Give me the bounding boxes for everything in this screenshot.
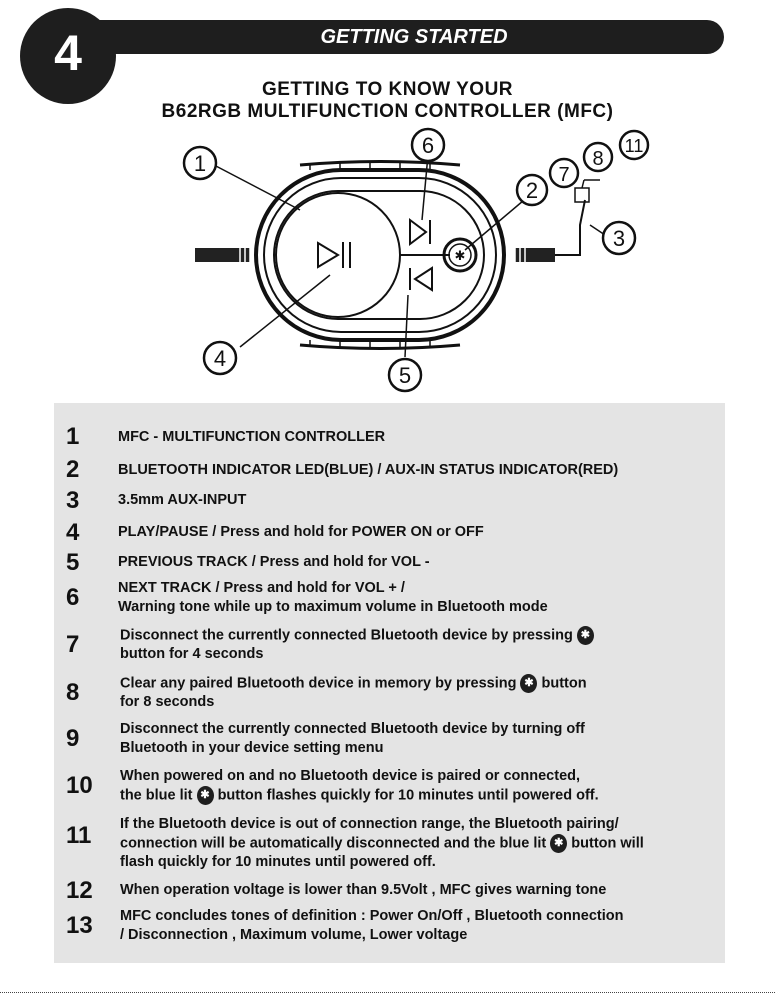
item-number: 1 [66,423,80,450]
item-number: 2 [66,456,80,483]
page-title-line-1: GETTING TO KNOW YOUR [261,79,514,100]
item-number: 5 [66,549,80,576]
item-text: MFC - MULTIFUNCTION CONTROLLER [118,429,386,445]
item-text: PREVIOUS TRACK / Press and hold for VOL … [118,554,430,570]
item-text: If the Bluetooth device is out of connec… [120,816,644,871]
item-number: 3 [66,487,80,514]
bluetooth-icon: ✱ [455,248,466,263]
item-text: Clear any paired Bluetooth device in mem… [120,674,587,711]
callout-2: 2 [526,178,538,203]
item-text: PLAY/PAUSE / Press and hold for POWER ON… [118,524,484,540]
item-number: 12 [66,877,93,904]
callout-11: 11 [625,136,644,156]
bluetooth-icon: ✱ [520,674,538,693]
page-title-line-2: B62RGB MULTIFUNCTION CONTROLLER (MFC) [161,101,614,122]
item-text: Disconnect the currently connected Bluet… [120,626,720,664]
callout-5: 5 [399,363,411,388]
item-number: 11 [66,822,92,849]
item-number: 4 [66,519,80,546]
bluetooth-icon: ✱ [196,786,214,805]
item-text: When powered on and no Bluetooth device … [120,768,599,805]
item-text: 3.5mm AUX-INPUT [118,492,247,508]
callout-3: 3 [613,226,625,251]
item-number: 10 [66,772,93,799]
callout-8: 8 [592,148,603,170]
bluetooth-icon: ✱ [576,626,594,645]
callout-7: 7 [558,164,569,186]
mfc-diagram: 1 2 3 4 5 6 7 8 11 ✱ [182,127,650,393]
item-text: MFC concludes tones of definition : Powe… [120,908,624,943]
callout-1: 1 [194,151,206,176]
item-text: When operation voltage is lower than 9.5… [120,882,607,898]
feature-list-panel: 1 MFC - MULTIFUNCTION CONTROLLER 2 BLUET… [54,403,725,963]
callout-6: 6 [422,133,434,158]
item-text: BLUETOOTH INDICATOR LED(BLUE) / AUX-IN S… [118,462,619,478]
item-number: 8 [66,679,80,706]
item-text: Disconnect the currently connected Bluet… [120,721,585,756]
item-text: NEXT TRACK / Press and hold for VOL + / … [118,580,548,615]
section-banner: GETTING STARTED [84,20,724,54]
item-number: 7 [66,631,80,658]
callout-4: 4 [214,346,226,371]
page-bottom-rule [0,992,775,993]
bluetooth-icon: ✱ [550,834,568,853]
item-number: 13 [66,912,93,939]
item-number: 9 [66,725,80,752]
item-number: 6 [66,584,80,611]
